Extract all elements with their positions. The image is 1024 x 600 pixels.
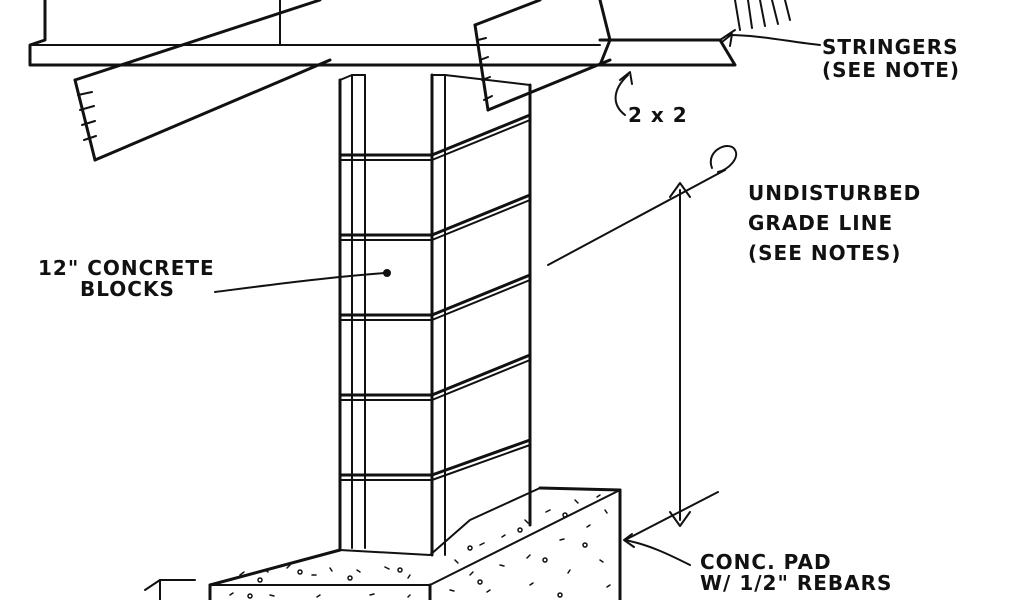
grade-line-dimension <box>547 145 738 541</box>
grade-line-label-line1: UNDISTURBED <box>748 181 922 205</box>
concrete-pad-label: CONC. PAD W/ 1/2" REBARS <box>700 552 892 594</box>
grade-line-label-line2: GRADE LINE <box>748 211 894 235</box>
stringers <box>73 0 791 162</box>
leader-lines <box>144 33 821 600</box>
grade-line-label: UNDISTURBED GRADE LINE (SEE NOTES) <box>748 178 921 268</box>
concrete-pad-label-line2: W/ 1/2" REBARS <box>700 571 893 595</box>
stringers-label: STRINGERS (SEE NOTE) <box>822 36 960 82</box>
concrete-pad-label-line1: CONC. PAD <box>700 550 832 574</box>
aggregate-texture <box>229 494 611 599</box>
concrete-blocks-label-line1: 12" CONCRETE <box>38 256 215 280</box>
two-by-two-label: 2 x 2 <box>628 103 688 127</box>
grade-line-label-line3: (SEE NOTES) <box>748 241 902 265</box>
concrete-blocks-label: 12" CONCRETE BLOCKS <box>38 258 215 300</box>
concrete-pad <box>208 486 622 600</box>
top-beam <box>28 0 737 67</box>
concrete-blocks-label-line2: BLOCKS <box>80 277 175 301</box>
block-column <box>338 73 532 557</box>
stringers-label-line2: (SEE NOTE) <box>822 58 961 82</box>
stringers-label-line1: STRINGERS <box>822 35 959 59</box>
